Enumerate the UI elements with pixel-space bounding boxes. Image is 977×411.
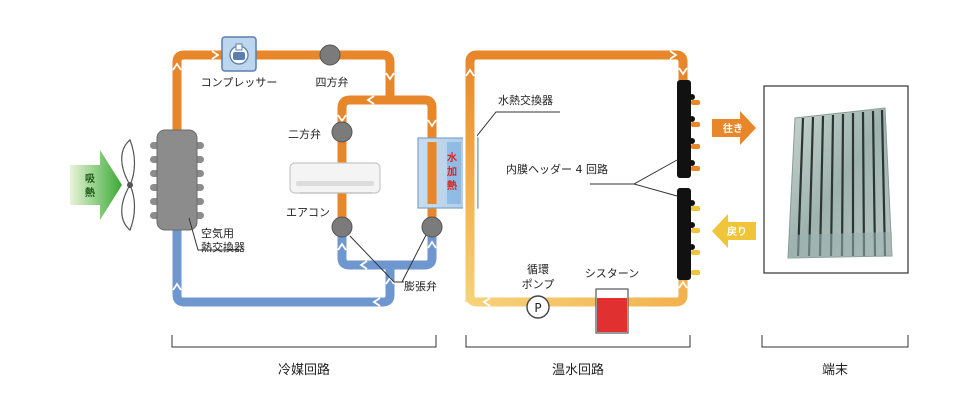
cistern-icon <box>595 288 629 334</box>
air-conditioner-label: エアコン <box>286 206 330 219</box>
water-heat-exchanger-leader <box>471 111 560 143</box>
four-way-valve-icon <box>319 44 341 66</box>
four-way-valve-label: 四方弁 <box>316 75 349 89</box>
cistern-label: シスターン <box>585 267 639 280</box>
water-heating-char-1: 水 <box>446 151 458 164</box>
terminal-panel-image <box>763 85 909 274</box>
fan-icon <box>121 139 136 231</box>
air-heat-exchanger-icon <box>150 129 204 231</box>
supply-label: 往き <box>723 122 743 135</box>
flow-arrows-refrigerant <box>172 50 437 307</box>
compressor-icon <box>221 36 257 72</box>
air-conditioner-icon <box>289 162 381 194</box>
pump-symbol: P <box>534 301 541 315</box>
heat-absorb-arrow-icon <box>70 150 122 220</box>
air-heat-exchanger-leader <box>188 217 240 251</box>
return-label: 戻り <box>726 225 747 238</box>
heat-absorb-label-2: 熱 <box>85 186 95 199</box>
two-way-valve-icon <box>331 121 353 143</box>
pump-label-2: ポンプ <box>522 278 555 291</box>
heat-absorb-label-1: 吸 <box>85 173 96 185</box>
air-heat-exchanger-label-1: 空気用 <box>201 226 234 240</box>
water-heating-char-2: 加 <box>446 165 457 178</box>
pump-label-1: 循環 <box>527 263 549 276</box>
pump-icon: P <box>526 295 550 319</box>
air-heat-exchanger-label-2: 熱交換器 <box>201 240 245 254</box>
refrigerant-circuit: コンプレッサー 四方弁 二方弁 エアコン 膨張弁 <box>70 36 443 307</box>
section-hot-water: 温水回路 <box>552 362 604 378</box>
header-manifold <box>677 80 700 280</box>
return-arrow-icon <box>712 214 756 248</box>
hot-water-circuit: P 循環 ポンプ シスターン <box>463 48 756 334</box>
expansion-valve-icon-left <box>331 216 353 238</box>
water-heating-char-3: 熱 <box>447 179 457 192</box>
header-leader <box>590 159 678 197</box>
section-refrigerant: 冷媒回路 <box>278 362 330 378</box>
expansion-valve-label: 膨張弁 <box>404 279 437 293</box>
section-terminal: 端末 <box>822 363 848 378</box>
two-way-valve-label: 二方弁 <box>288 127 321 141</box>
expansion-valve-leader <box>349 234 427 283</box>
expansion-valve-icon-right <box>421 216 443 238</box>
compressor-label: コンプレッサー <box>201 76 278 89</box>
flow-arrows-water <box>465 50 688 307</box>
supply-arrow-icon <box>712 111 756 145</box>
header-label: 内膜ヘッダー 4 回路 <box>506 162 608 176</box>
section-brackets <box>171 335 909 348</box>
water-heat-exchanger-label: 水熱交換器 <box>498 93 553 107</box>
